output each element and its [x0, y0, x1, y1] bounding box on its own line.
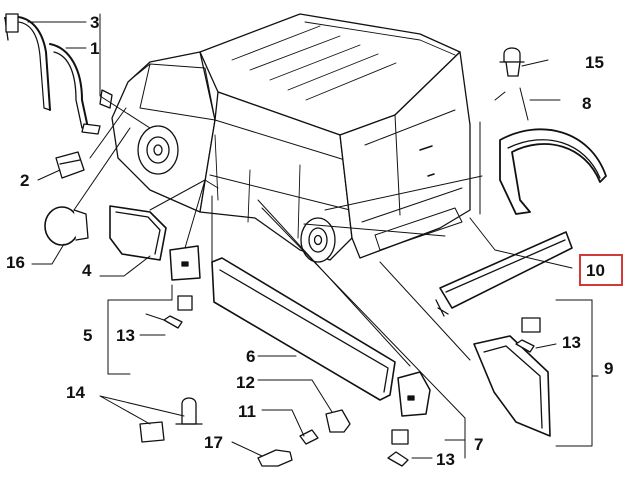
- leader-lines: [27, 13, 599, 459]
- callout-3[interactable]: 3: [90, 13, 100, 32]
- part-8-rear-arch: [499, 128, 607, 215]
- part-2-clip: [55, 151, 85, 179]
- part-15-clip: [499, 47, 525, 77]
- part-10-rear-moulding: [435, 231, 573, 317]
- part-6-long-moulding: [211, 257, 396, 401]
- part-5-plate: [163, 245, 201, 329]
- callout-15[interactable]: 15: [585, 53, 604, 72]
- part-9-corner: [473, 317, 551, 437]
- callout-5[interactable]: 5: [83, 326, 93, 345]
- part-12-bracket: [325, 409, 351, 433]
- part-11-bolt: [299, 429, 319, 445]
- callout-13-left[interactable]: 13: [116, 326, 135, 345]
- part-3-arch-outer: [4, 13, 51, 111]
- part-1-arch-inner: [49, 43, 101, 135]
- part-7-plate: [387, 371, 431, 467]
- highlight-box-10: [579, 254, 623, 286]
- callout-17[interactable]: 17: [204, 433, 223, 452]
- callout-9[interactable]: 9: [604, 359, 614, 378]
- callout-7[interactable]: 7: [474, 435, 484, 454]
- van-body: [99, 13, 471, 263]
- callout-13-bottom[interactable]: 13: [436, 450, 455, 469]
- callout-13-right[interactable]: 13: [562, 333, 581, 352]
- part-16-cap: [44, 206, 89, 246]
- callout-6[interactable]: 6: [246, 347, 256, 366]
- callout-4[interactable]: 4: [82, 261, 92, 280]
- part-17-rivet: [257, 449, 293, 467]
- callout-12[interactable]: 12: [236, 373, 255, 392]
- callout-14[interactable]: 14: [66, 383, 85, 402]
- callout-2[interactable]: 2: [20, 171, 30, 190]
- callout-8[interactable]: 8: [582, 94, 592, 113]
- callout-1[interactable]: 1: [90, 39, 100, 58]
- part-14-retainer: [139, 397, 203, 443]
- callout-10[interactable]: 10: [586, 261, 605, 280]
- callout-16[interactable]: 16: [6, 253, 25, 272]
- callout-11[interactable]: 11: [238, 402, 256, 421]
- part-4-panel: [109, 205, 167, 261]
